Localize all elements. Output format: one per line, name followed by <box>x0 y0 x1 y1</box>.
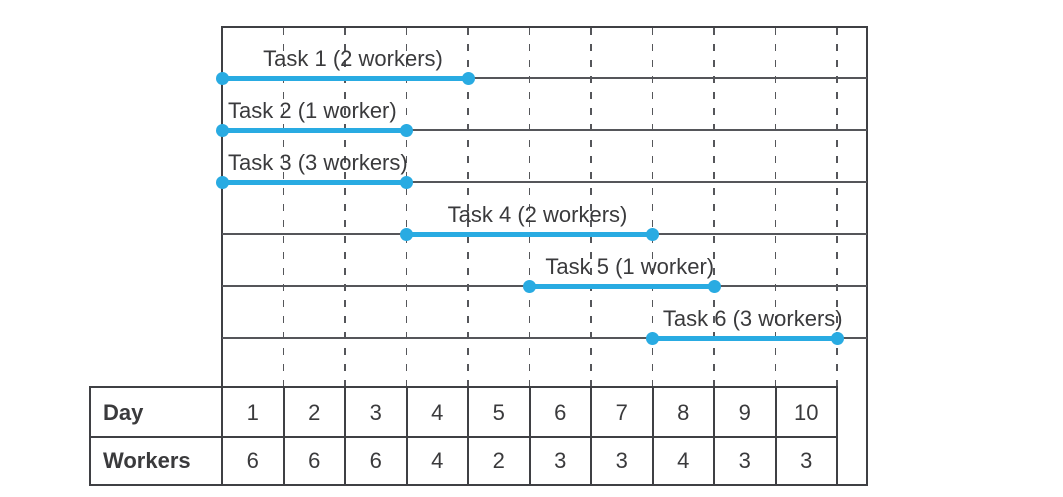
task-bar <box>222 127 407 133</box>
task-bar <box>222 179 407 185</box>
chart-border-left <box>221 26 223 486</box>
grid-line-vertical-dashed <box>282 28 285 386</box>
grid-line-horizontal <box>222 181 867 183</box>
grid-line-vertical-dashed <box>467 28 469 386</box>
table-cell-day-10: 10 <box>794 400 819 425</box>
table-cell-day-4: 4 <box>431 400 444 425</box>
grid-line-horizontal <box>222 337 867 339</box>
grid-line-vertical-dashed <box>713 28 715 386</box>
task-bar-endpoint-dot <box>400 175 413 189</box>
task-bar-endpoint-dot <box>461 71 475 85</box>
table-column-divider <box>713 387 715 485</box>
grid-line-vertical-dashed <box>836 28 838 386</box>
task-bar-endpoint-dot <box>400 227 413 241</box>
task-bar-endpoint-dot <box>523 279 536 293</box>
table-column-divider <box>836 387 838 485</box>
table-cell-day-3: 3 <box>369 400 382 425</box>
task-label: Task 3 (3 workers) <box>228 150 408 175</box>
table-column-divider <box>344 387 346 485</box>
table-cell-workers-7: 3 <box>615 448 628 473</box>
table-column-divider <box>405 387 408 485</box>
table-row-divider <box>89 436 838 438</box>
task-bar <box>652 335 837 341</box>
task-bar-endpoint-dot <box>215 175 229 189</box>
task-label: Task 5 (1 worker) <box>545 254 715 279</box>
table-cell-workers-6: 3 <box>554 448 567 473</box>
task-bar-endpoint-dot <box>215 71 229 85</box>
grid-line-vertical-dashed <box>590 28 592 386</box>
grid-line-vertical-dashed <box>344 28 346 386</box>
task-label: Task 6 (3 workers) <box>662 306 843 331</box>
table-border-top <box>89 386 838 388</box>
table-cell-workers-8: 4 <box>677 448 690 473</box>
table-cell-day-1: 1 <box>246 400 259 425</box>
task-label: Task 1 (2 workers) <box>263 46 443 71</box>
table-column-divider <box>774 387 777 485</box>
task-bar-endpoint-dot <box>707 279 721 293</box>
table-header-day: Day <box>103 400 144 425</box>
table-cell-day-6: 6 <box>554 400 567 425</box>
grid-line-vertical-dashed <box>528 28 531 386</box>
chart-border-right <box>866 26 868 486</box>
grid-line-horizontal <box>222 77 867 79</box>
table-column-divider <box>282 387 285 485</box>
grid-line-vertical-dashed <box>651 28 654 386</box>
table-cell-day-8: 8 <box>677 400 690 425</box>
chart-border-top <box>221 26 868 28</box>
task-bar <box>222 75 468 81</box>
task-bar-endpoint-dot <box>400 123 413 137</box>
task-label: Task 2 (1 worker) <box>228 98 397 123</box>
table-column-divider <box>528 387 531 485</box>
task-bar <box>529 283 714 289</box>
table-cell-workers-4: 4 <box>431 448 444 473</box>
task-bar <box>406 231 653 237</box>
grid-line-vertical-dashed <box>405 28 408 386</box>
grid-line-vertical-dashed <box>774 28 777 386</box>
table-cell-day-9: 9 <box>738 400 751 425</box>
table-cell-workers-2: 6 <box>308 448 321 473</box>
task-bar-endpoint-dot <box>646 331 659 345</box>
table-cell-workers-1: 6 <box>246 448 259 473</box>
task-bar-endpoint-dot <box>830 331 844 345</box>
table-cell-day-7: 7 <box>615 400 628 425</box>
task-label: Task 4 (2 workers) <box>447 202 628 227</box>
table-cell-workers-3: 6 <box>369 448 382 473</box>
table-header-workers: Workers <box>103 448 191 473</box>
table-column-divider <box>590 387 592 485</box>
table-column-divider <box>467 387 469 485</box>
task-bar-endpoint-dot <box>646 227 659 241</box>
table-cell-workers-5: 2 <box>492 448 505 473</box>
grid-line-horizontal <box>222 129 867 131</box>
table-cell-day-5: 5 <box>492 400 505 425</box>
table-border-left <box>89 386 91 486</box>
table-column-divider <box>651 387 654 485</box>
table-cell-workers-10: 3 <box>800 448 813 473</box>
table-cell-day-2: 2 <box>308 400 321 425</box>
table-cell-workers-9: 3 <box>738 448 751 473</box>
table-border-bottom <box>89 484 868 486</box>
task-bar-endpoint-dot <box>215 123 229 137</box>
